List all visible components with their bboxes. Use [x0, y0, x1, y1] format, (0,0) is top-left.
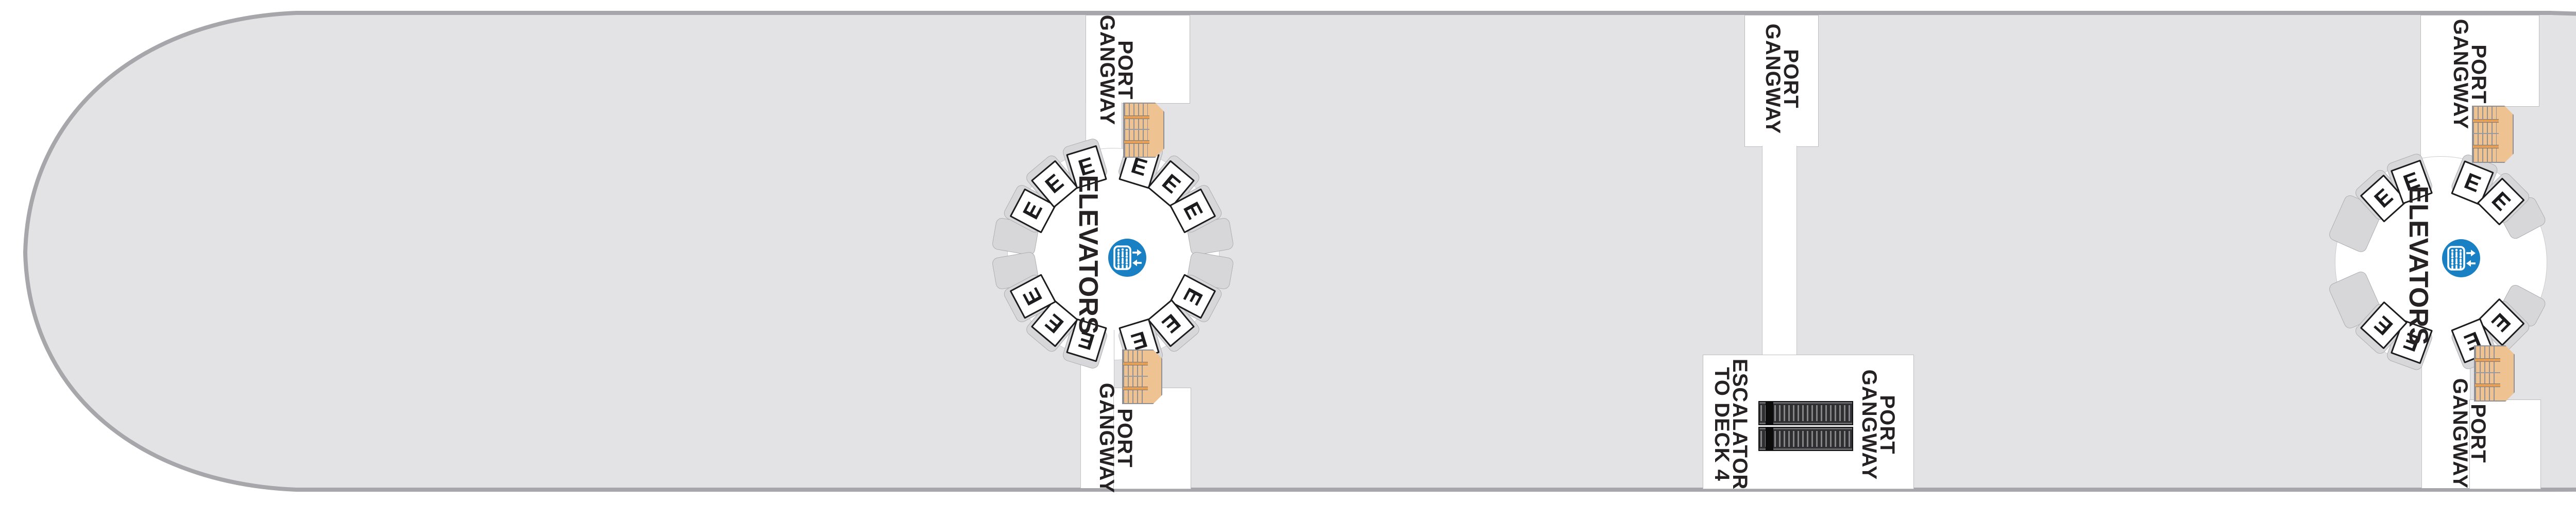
port-gangway-label-aft-top: PORT GANGWAY	[1096, 14, 1137, 126]
port-gangway-label-aft-bottom: PORT GANGWAY	[1095, 382, 1136, 494]
stair-rail	[1123, 362, 1148, 365]
escalator-treads	[1760, 431, 1851, 447]
label-line: PORT	[2467, 404, 2489, 463]
port-gangway-label-mid-bottom: PORT GANGWAY	[1858, 369, 1899, 480]
stair-rail	[2475, 383, 2500, 387]
label-line: GANGWAY	[1095, 382, 1118, 494]
label-line: PORT	[1113, 408, 1136, 468]
stair-midrail	[1124, 129, 1149, 130]
stair-midrail	[2473, 133, 2499, 134]
fwd-bottom-stairway	[2474, 345, 2515, 402]
escalator-band	[1766, 402, 1773, 424]
stair-rail	[1124, 140, 1149, 144]
label-line: PORT	[2467, 44, 2490, 104]
elevator-direction-icon-art	[1108, 239, 1146, 277]
label-line: TO DECK 4	[1710, 367, 1733, 481]
elevator-direction-icon	[1108, 239, 1146, 277]
elevator-direction-icon-art	[2442, 239, 2480, 277]
stair-midrail	[1123, 376, 1148, 377]
aft-bottom-stairway	[1122, 349, 1162, 404]
label-line: PORT	[1114, 40, 1137, 100]
aft-top-gangway-room	[1086, 15, 1190, 104]
label-line: PORT	[1876, 395, 1899, 455]
escalator-band	[1766, 428, 1773, 450]
fwd-top-gangway-room	[2420, 15, 2539, 107]
label-line: ESCALATOR	[1728, 358, 1751, 490]
label-line: ELEVATORS	[1073, 175, 1103, 335]
fwd-bottom-gangway-room	[2469, 399, 2541, 489]
stair-treads	[1123, 351, 1146, 403]
label-line: PORT	[1780, 49, 1802, 109]
stair-treads	[2475, 346, 2498, 401]
aft-top-stairway	[1123, 103, 1164, 158]
stair-rail	[1124, 115, 1149, 119]
stair-rail	[1123, 387, 1148, 390]
label-line: GANGWAY	[2449, 378, 2471, 489]
port-gangway-label-mid-top: PORT GANGWAY	[1761, 23, 1802, 135]
aft-bottom-gangway-room	[1113, 388, 1191, 489]
stair-treads	[2473, 107, 2497, 162]
hull-path	[23, 11, 2576, 492]
elevators-label-fwd: ELEVATORS	[2403, 186, 2433, 345]
elevators-label-aft: ELEVATORS	[1073, 175, 1103, 335]
escalator	[1758, 401, 1853, 425]
stair-treads	[1124, 104, 1148, 157]
mid-top-gangway-room	[1744, 15, 1819, 147]
elevator-direction-icon	[2442, 239, 2480, 277]
label-line: GANGWAY	[1858, 369, 1880, 480]
stair-rail	[2473, 119, 2499, 123]
stair-rail	[2473, 145, 2499, 148]
label-line: GANGWAY	[1761, 23, 1784, 135]
label-line: GANGWAY	[2449, 19, 2472, 130]
stair-rail	[2475, 358, 2500, 362]
port-gangway-label-fwd-top: PORT GANGWAY	[2449, 19, 2490, 130]
stair-midrail	[2475, 372, 2500, 373]
fwd-top-stairway	[2472, 106, 2514, 163]
label-line: ELEVATORS	[2403, 186, 2433, 345]
label-line: GANGWAY	[1096, 14, 1118, 126]
escalator-treads	[1760, 405, 1851, 421]
escalator-to-deck-4-label: ESCALATOR TO DECK 4	[1710, 358, 1751, 490]
port-gangway-label-fwd-bottom: PORT GANGWAY	[2449, 378, 2489, 489]
escalator	[1758, 427, 1853, 451]
mid-gangway-corridor	[1762, 146, 1797, 357]
